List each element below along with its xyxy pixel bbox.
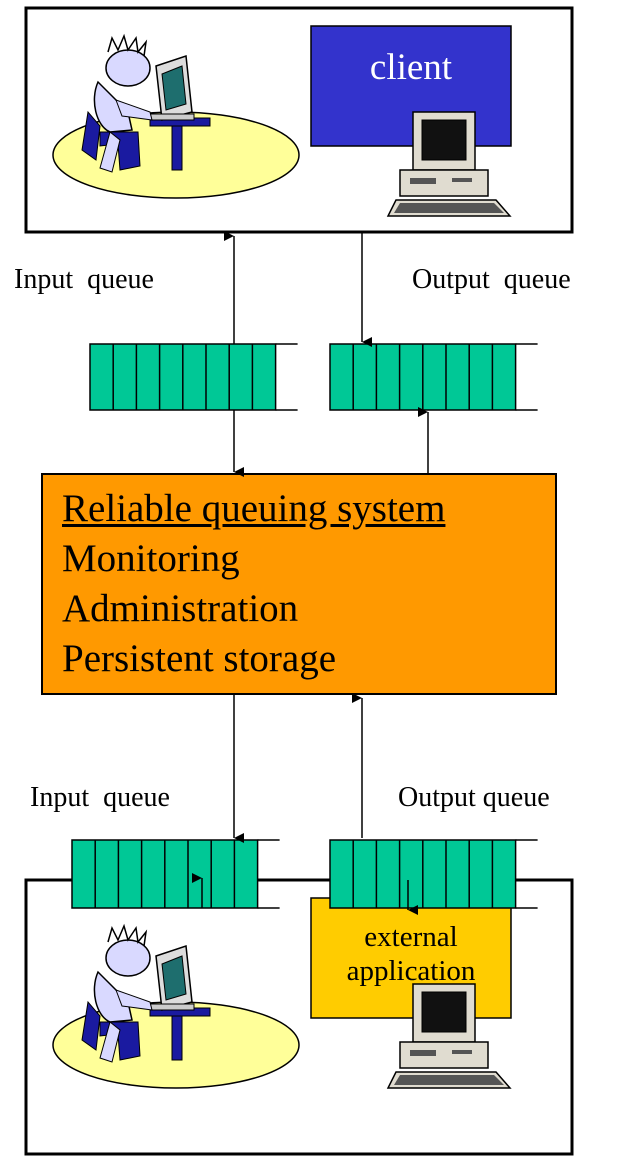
system-title: Reliable queuing system	[62, 487, 446, 530]
client-label: client	[369, 47, 453, 88]
bottom-input-queue	[71, 839, 280, 909]
desktop-computer-icon	[386, 111, 512, 217]
user-at-computer-icon	[52, 923, 300, 1089]
bottom-input-queue-label: Input queue	[30, 782, 170, 813]
user-at-computer-icon	[52, 33, 300, 199]
top-output-queue	[329, 343, 538, 411]
external-app-label-line2: application	[346, 955, 476, 987]
system-line-storage: Persistent storage	[62, 637, 337, 680]
bottom-output-queue-label: Output queue	[398, 782, 550, 813]
client-box	[310, 25, 512, 147]
top-output-queue-label: Output queue	[412, 264, 571, 295]
external-app-box	[310, 897, 512, 1019]
system-line-monitoring: Monitoring	[62, 537, 240, 580]
desktop-computer-icon	[386, 983, 512, 1089]
system-box	[41, 473, 557, 695]
system-line-administration: Administration	[62, 587, 299, 630]
top-input-queue	[89, 343, 298, 411]
external-app-label-line1: external	[364, 921, 458, 953]
bottom-output-queue	[329, 839, 538, 909]
top-input-queue-label: Input queue	[14, 264, 154, 295]
system-text: Reliable queuing system Monitoring Admin…	[62, 484, 445, 684]
